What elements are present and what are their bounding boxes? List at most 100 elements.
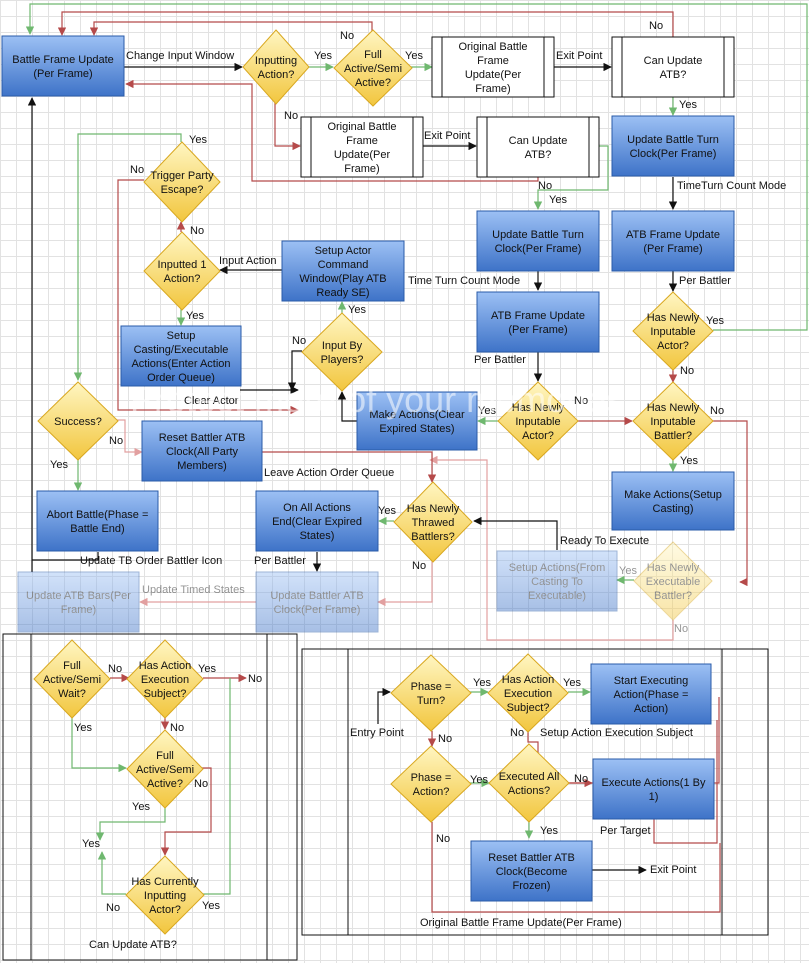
node-text-line: Action?: [164, 273, 201, 285]
label-br-yes-exec: Yes: [563, 677, 581, 689]
label-bl-yes-active: Yes: [132, 801, 150, 813]
node-text-line: Wait?: [58, 688, 86, 700]
node-text-line: Start Executing: [614, 675, 689, 687]
node-bfu: Battle Frame Update(Per Frame): [1, 35, 125, 97]
node-text-line: Actions?: [508, 785, 550, 797]
process-shape: [255, 571, 379, 633]
process-shape: [611, 471, 735, 531]
node-text-line: Executed All: [499, 771, 560, 783]
node-abort-battle: Abort Battle(Phase = Battle End): [36, 490, 159, 552]
label-per-battler-right: Per Battler: [679, 275, 731, 287]
node-text-line: Can Update: [509, 135, 568, 147]
decision-shape: [487, 653, 569, 733]
label-ready-to-execute: Ready To Execute: [560, 535, 649, 547]
label-br-no-exec: No: [510, 727, 524, 739]
label-can-update-atb-caption: Can Update ATB?: [89, 939, 177, 951]
edge-thrawed-no-upd: [377, 561, 433, 607]
node-br-execute-actions: Execute Actions(1 By1): [592, 758, 715, 820]
label-no-actor-mid: No: [574, 395, 588, 407]
node-text-line: ATB?: [660, 69, 687, 81]
label-yes-thrawed: Yes: [378, 505, 396, 517]
decision-shape: [143, 141, 221, 223]
node-text-line: Battle End): [70, 523, 124, 535]
label-exit-point-bottom: Exit Point: [650, 864, 696, 876]
label-bl-no-active: No: [194, 778, 208, 790]
label-exit-point-mid: Exit Point: [424, 130, 470, 142]
node-text-line: Update ATB Bars(Per: [26, 590, 131, 602]
node-text-line: Input By: [322, 340, 363, 352]
node-text-line: Turn?: [417, 695, 445, 707]
label-no-success: No: [109, 435, 123, 447]
node-text-line: Inputting: [255, 55, 297, 67]
decision-shape: [393, 481, 473, 563]
label-setup-action-exec-subject: Setup Action Execution Subject: [540, 727, 693, 739]
process-shape: [1, 35, 125, 97]
node-text-line: Clock(Per Frame): [630, 148, 717, 160]
label-no-canupd: No: [649, 20, 663, 32]
label-per-battler-mid: Per Battler: [474, 354, 526, 366]
node-text-line: Active/Semi: [136, 764, 194, 776]
node-text-line: Inputable: [650, 326, 695, 338]
label-yes-inputted: Yes: [186, 310, 204, 322]
node-text-line: Full: [63, 660, 81, 672]
node-text-line: Frame: [346, 135, 378, 147]
node-text-line: Has Currently: [131, 876, 199, 888]
node-text-line: Frame: [477, 55, 509, 67]
node-text-line: States): [300, 530, 335, 542]
label-br-yes-phase-action: Yes: [470, 774, 488, 786]
node-text-line: Actor?: [522, 430, 554, 442]
node-text-line: Frame): [475, 83, 510, 95]
decision-shape: [242, 29, 310, 105]
node-text-line: Battlers?: [411, 531, 454, 543]
node-text-line: Full: [364, 49, 382, 61]
label-no-trigger: No: [130, 164, 144, 176]
node-text-line: Battler?: [654, 430, 692, 442]
edge-inputting-no-obfu: [274, 103, 301, 151]
label-input-action: Input Action: [219, 255, 277, 267]
node-text-line: Reset Battler ATB: [488, 852, 575, 864]
node-text-line: Active?: [147, 778, 183, 790]
node-text-line: Clock(Per Frame): [495, 243, 582, 255]
node-text-line: Clock(All Party: [166, 446, 239, 458]
node-text-line: Actor?: [657, 340, 689, 352]
node-text-line: Executable): [528, 590, 586, 602]
edge-exec-no: [429, 455, 674, 641]
node-text-line: Execute Actions(1 By: [602, 777, 706, 789]
process-shape: [356, 391, 478, 451]
node-text-line: Subject?: [507, 702, 550, 714]
label-bl-yes-wait: Yes: [74, 722, 92, 734]
edge-trigger-yes-success: [73, 133, 182, 381]
node-br-phase-turn: Phase = Turn?: [390, 654, 472, 732]
node-text-line: Setup: [167, 330, 196, 342]
node-text-line: Trigger Party: [150, 170, 214, 182]
label-br-no-phase-action: No: [436, 833, 450, 845]
label-yes-inputting: Yes: [314, 50, 332, 62]
node-text-line: Abort Battle(Phase =: [47, 509, 149, 521]
label-br-yes-executed: Yes: [540, 825, 558, 837]
connectors: [25, 3, 808, 641]
node-text-line: (Per Frame): [643, 243, 702, 255]
label-br-no-executed: No: [574, 773, 588, 785]
label-leave-action-order-queue: Leave Action Order Queue: [264, 467, 394, 479]
label-br-no-turn: No: [438, 733, 452, 745]
label-update-timed-states: Update Timed States: [142, 584, 245, 596]
process-shape: [141, 420, 263, 482]
process-shape: [281, 240, 405, 302]
decision-shape: [33, 639, 111, 719]
node-text-line: Thrawed: [412, 517, 455, 529]
label-yes-inputby: Yes: [348, 304, 366, 316]
node-text-line: Subject?: [144, 688, 187, 700]
node-text-line: Phase =: [411, 681, 452, 693]
label-no-inputted: No: [190, 225, 204, 237]
decision-shape: [497, 381, 579, 461]
node-text-line: Window(Play ATB: [299, 273, 386, 285]
node-text-line: Frame): [61, 604, 96, 616]
node-text-line: Command: [318, 259, 369, 271]
